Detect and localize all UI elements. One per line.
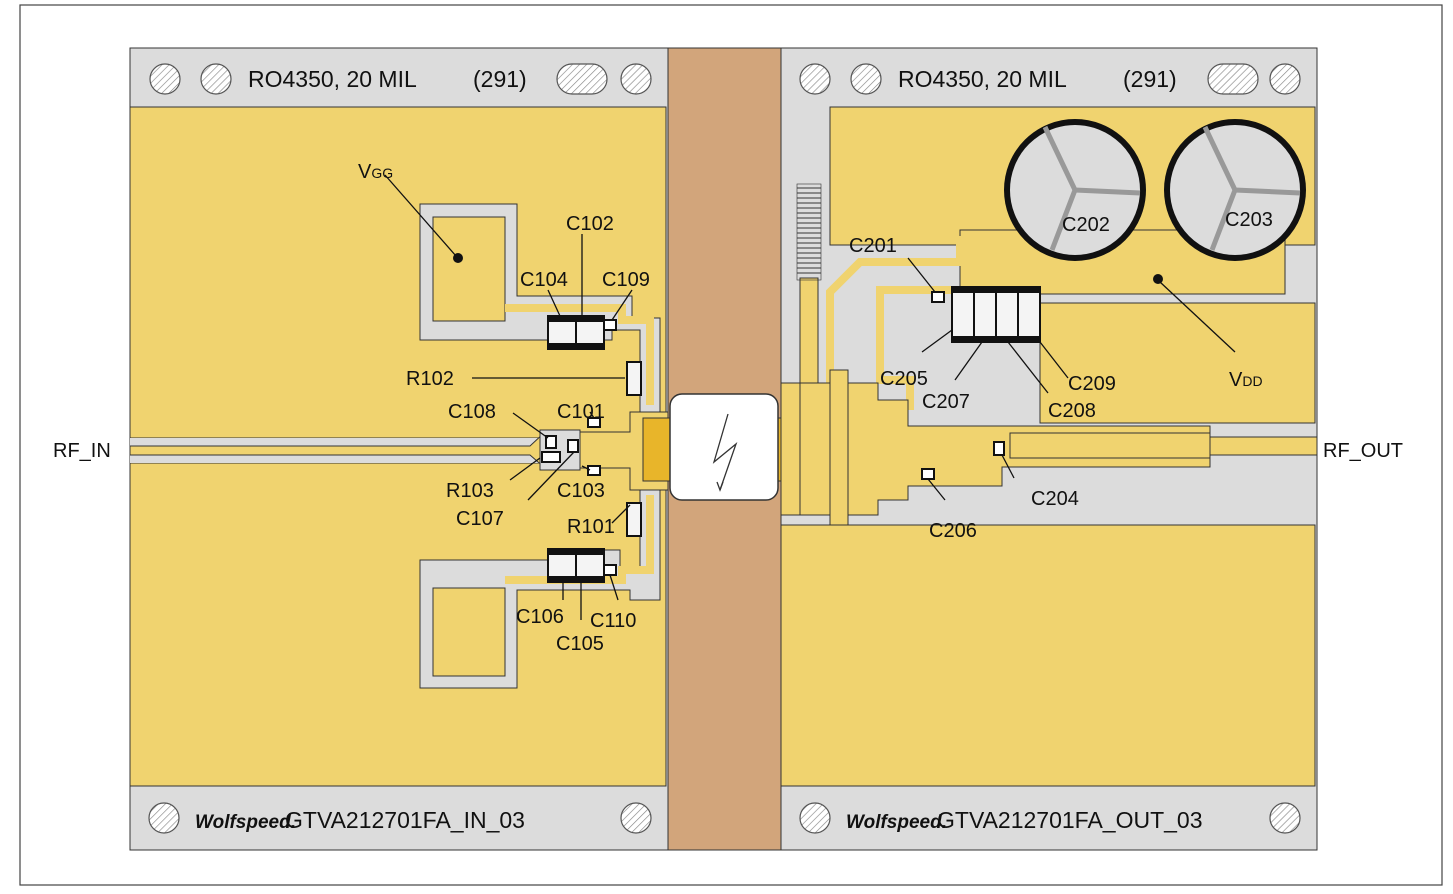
r102-part bbox=[626, 361, 642, 396]
leader-lines bbox=[384, 174, 1236, 620]
input-hole-2 bbox=[200, 63, 232, 95]
c107-part bbox=[567, 439, 579, 453]
transistor-package bbox=[669, 393, 779, 501]
label-r103: R103 bbox=[446, 480, 494, 502]
input-hole-1 bbox=[149, 63, 181, 95]
output-hole-1 bbox=[799, 63, 831, 95]
label-c209: C209 bbox=[1068, 373, 1116, 395]
c202-capacitor bbox=[1004, 119, 1146, 261]
label-c110: C110 bbox=[590, 610, 636, 632]
output-match-step-1 bbox=[799, 382, 831, 516]
output-via-trace bbox=[826, 236, 964, 383]
c110-part bbox=[603, 564, 617, 576]
output-hole-3 bbox=[1269, 63, 1301, 95]
label-c201: C201 bbox=[849, 235, 897, 257]
label-c102: C102 bbox=[566, 213, 614, 235]
output-board: RO4350, 20 MIL (291) Wolfspeed. GTVA2127… bbox=[780, 47, 1318, 851]
input-board: RO4350, 20 MIL (291) Wolfspeed. GTVA2127… bbox=[129, 47, 669, 851]
vdd-dot bbox=[1153, 274, 1163, 284]
label-c106: C106 bbox=[516, 606, 564, 628]
c203-capacitor bbox=[1164, 119, 1306, 261]
label-rf-in: RF_IN bbox=[53, 440, 111, 462]
output-board-logo: Wolfspeed. bbox=[846, 812, 947, 833]
c205-part bbox=[951, 286, 975, 343]
label-c205: C205 bbox=[880, 368, 928, 390]
input-hole-4 bbox=[148, 802, 180, 834]
vgg-pad bbox=[432, 216, 506, 322]
input-slot-hole bbox=[556, 63, 608, 95]
label-r102: R102 bbox=[406, 368, 454, 390]
r103-part bbox=[541, 451, 561, 463]
output-slot-hole bbox=[1207, 63, 1259, 95]
label-vdd: VDD bbox=[1229, 369, 1263, 391]
output-board-part-name: GTVA212701FA_OUT_03 bbox=[937, 807, 1203, 833]
vgg-lower-pad bbox=[432, 587, 506, 677]
output-match-line bbox=[1009, 432, 1211, 459]
c201-part bbox=[931, 291, 945, 303]
c109-part bbox=[603, 319, 617, 331]
input-hole-5 bbox=[620, 802, 652, 834]
label-rf-out: RF_OUT bbox=[1323, 440, 1403, 462]
input-board-part-name: GTVA212701FA_IN_03 bbox=[285, 807, 525, 833]
output-ground-mid bbox=[1039, 302, 1316, 424]
c103-part bbox=[587, 465, 601, 476]
label-c103: C103 bbox=[557, 480, 605, 502]
output-left-pad bbox=[799, 277, 819, 384]
label-c202: C202 bbox=[1062, 214, 1110, 236]
input-board-logo: Wolfspeed. bbox=[195, 812, 296, 833]
output-match-step-2 bbox=[829, 369, 849, 526]
output-board-number: (291) bbox=[1123, 66, 1177, 92]
label-c208: C208 bbox=[1048, 400, 1096, 422]
input-ground-upper bbox=[129, 106, 667, 439]
c204-part bbox=[993, 441, 1005, 456]
output-hole-4 bbox=[799, 802, 831, 834]
c206-part bbox=[921, 468, 935, 480]
c108-part bbox=[545, 435, 557, 449]
label-c105: C105 bbox=[556, 633, 604, 655]
label-c101: C101 bbox=[557, 401, 605, 423]
input-ground-lower bbox=[129, 462, 667, 787]
r101-part bbox=[626, 502, 642, 537]
transistor-symbol bbox=[712, 413, 738, 491]
output-hole-2 bbox=[850, 63, 882, 95]
label-vgg: VGG bbox=[358, 161, 393, 183]
label-c104: C104 bbox=[520, 269, 568, 291]
input-board-number: (291) bbox=[473, 66, 527, 92]
input-board-material: RO4350, 20 MIL bbox=[248, 66, 417, 92]
output-bias-trace bbox=[876, 286, 1000, 410]
output-ground-lower bbox=[780, 524, 1316, 787]
input-hole-3 bbox=[620, 63, 652, 95]
label-c108: C108 bbox=[448, 401, 496, 423]
c208-part bbox=[995, 286, 1019, 343]
label-c203: C203 bbox=[1225, 209, 1273, 231]
c209-part bbox=[1017, 286, 1041, 343]
via-array bbox=[796, 183, 822, 281]
label-c107: C107 bbox=[456, 508, 504, 530]
label-c204: C204 bbox=[1031, 488, 1079, 510]
output-hole-5 bbox=[1269, 802, 1301, 834]
label-c207: C207 bbox=[922, 391, 970, 413]
c207-part bbox=[973, 286, 997, 343]
label-c206: C206 bbox=[929, 520, 977, 542]
label-r101: R101 bbox=[567, 516, 615, 538]
input-bias-trace-upper bbox=[505, 304, 654, 405]
output-board-material: RO4350, 20 MIL bbox=[898, 66, 1067, 92]
label-c109: C109 bbox=[602, 269, 650, 291]
